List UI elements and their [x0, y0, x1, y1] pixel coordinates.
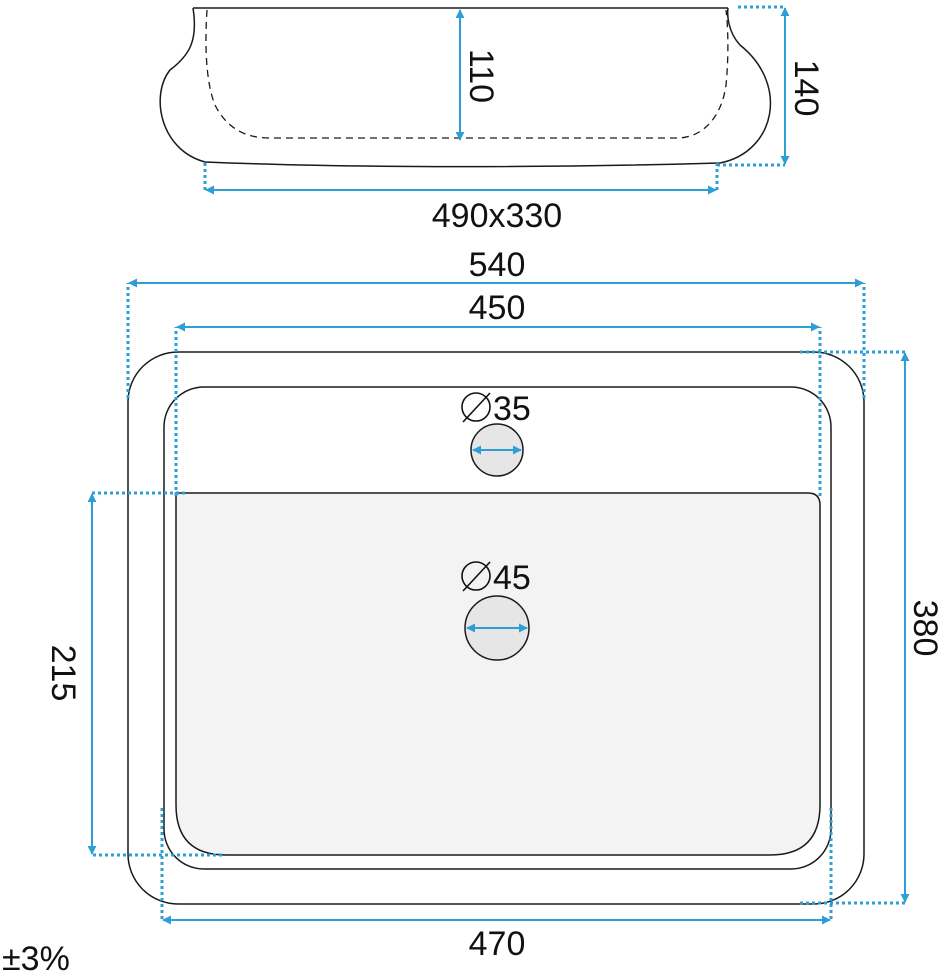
bowl-area: [175, 492, 821, 856]
dim-215-label: 215: [44, 645, 82, 702]
tolerance-label: ±3%: [2, 940, 70, 976]
side-view-outline: [159, 7, 772, 168]
dim-380-label: 380: [906, 600, 944, 657]
dim-140-label: 140: [787, 60, 825, 117]
drain-label: 45: [493, 559, 531, 597]
top-view: 35 45 540 450 470 380 215: [44, 246, 944, 963]
dim-450-label: 450: [469, 289, 526, 327]
basin-rim-inner-outline: [163, 386, 832, 870]
dim-470-label: 470: [469, 925, 526, 963]
basin-outer-outline: [127, 351, 865, 905]
dim-540-label: 540: [469, 246, 526, 284]
diameter-symbol-35: [461, 392, 491, 423]
dim-110-label: 110: [462, 49, 500, 103]
dim-490x330-label: 490x330: [432, 197, 562, 235]
tap-hole-label: 35: [493, 390, 531, 428]
side-view: 110 140 490x330: [159, 5, 825, 235]
diameter-symbol-45: [461, 561, 491, 592]
